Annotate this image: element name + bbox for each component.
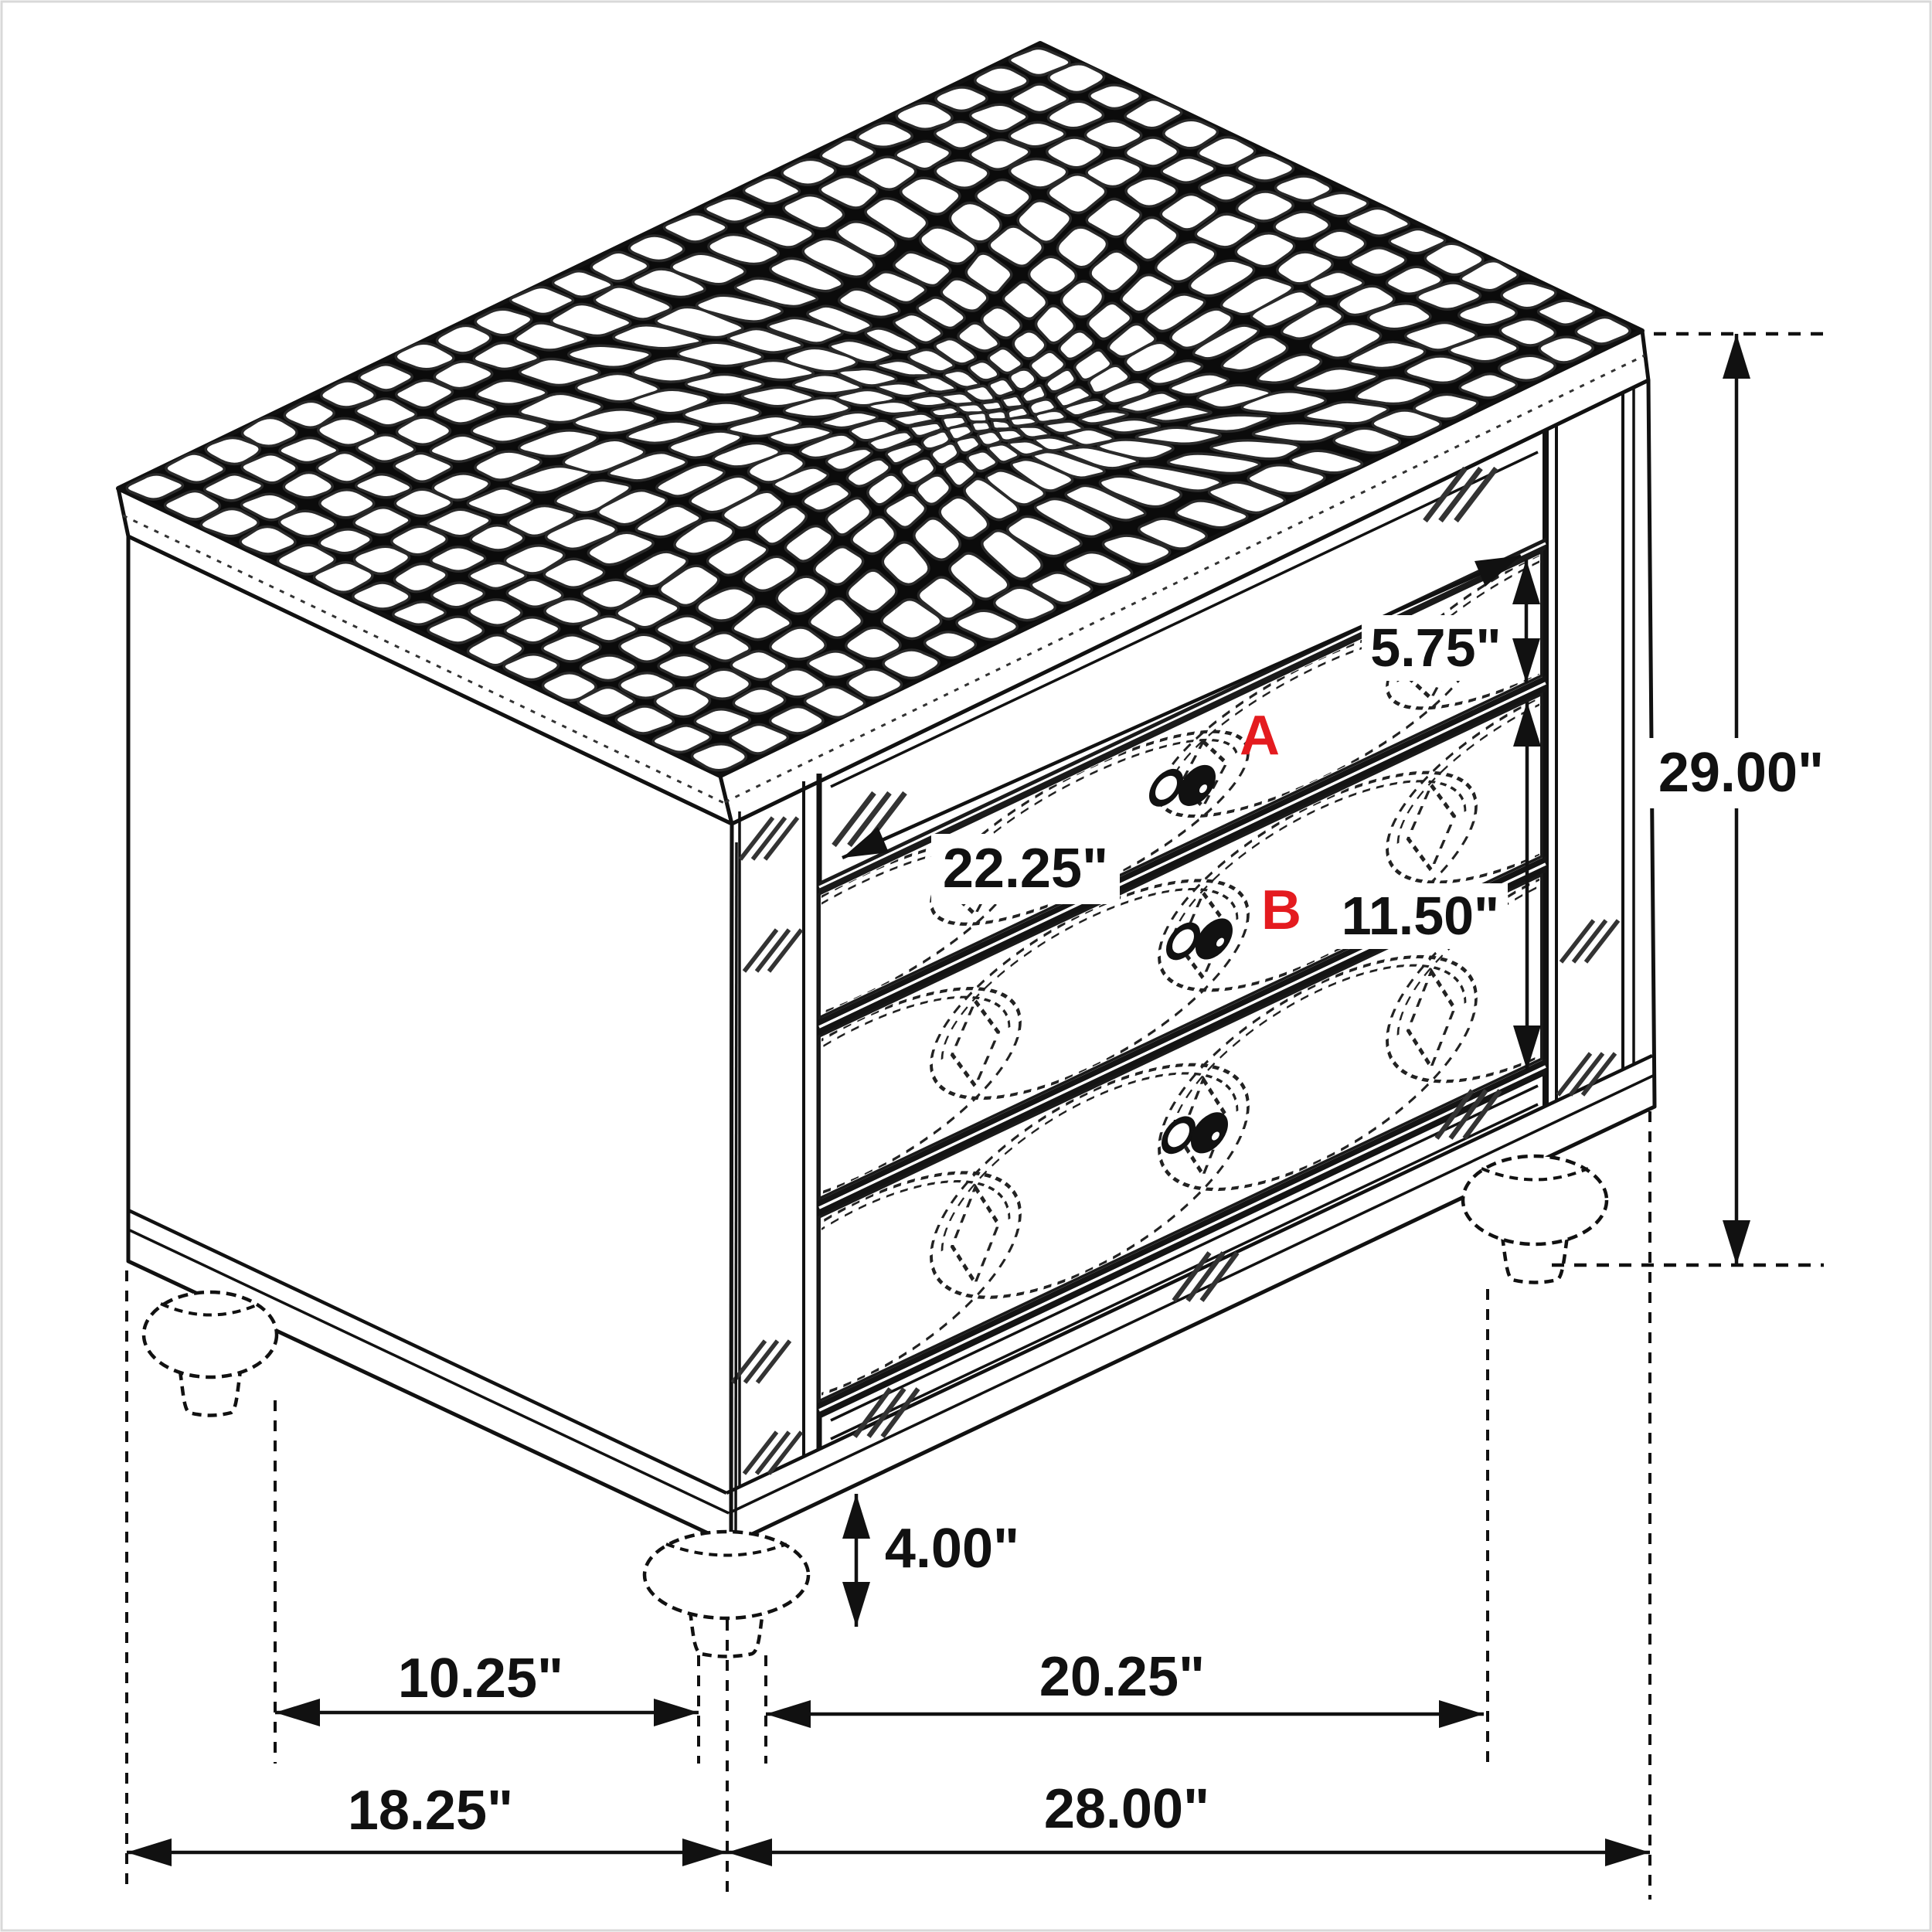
svg-text:4.00": 4.00"	[885, 1518, 1019, 1580]
svg-text:5.75": 5.75"	[1370, 617, 1501, 678]
svg-text:A: A	[1240, 705, 1280, 767]
svg-text:11.50": 11.50"	[1342, 886, 1500, 946]
svg-text:20.25": 20.25"	[1039, 1646, 1205, 1708]
svg-text:28.00": 28.00"	[1044, 1778, 1209, 1840]
svg-text:29.00": 29.00"	[1658, 742, 1824, 804]
svg-text:10.25": 10.25"	[398, 1648, 563, 1709]
svg-text:18.25": 18.25"	[348, 1780, 513, 1842]
svg-text:B: B	[1261, 879, 1301, 941]
svg-text:22.25": 22.25"	[943, 838, 1108, 900]
